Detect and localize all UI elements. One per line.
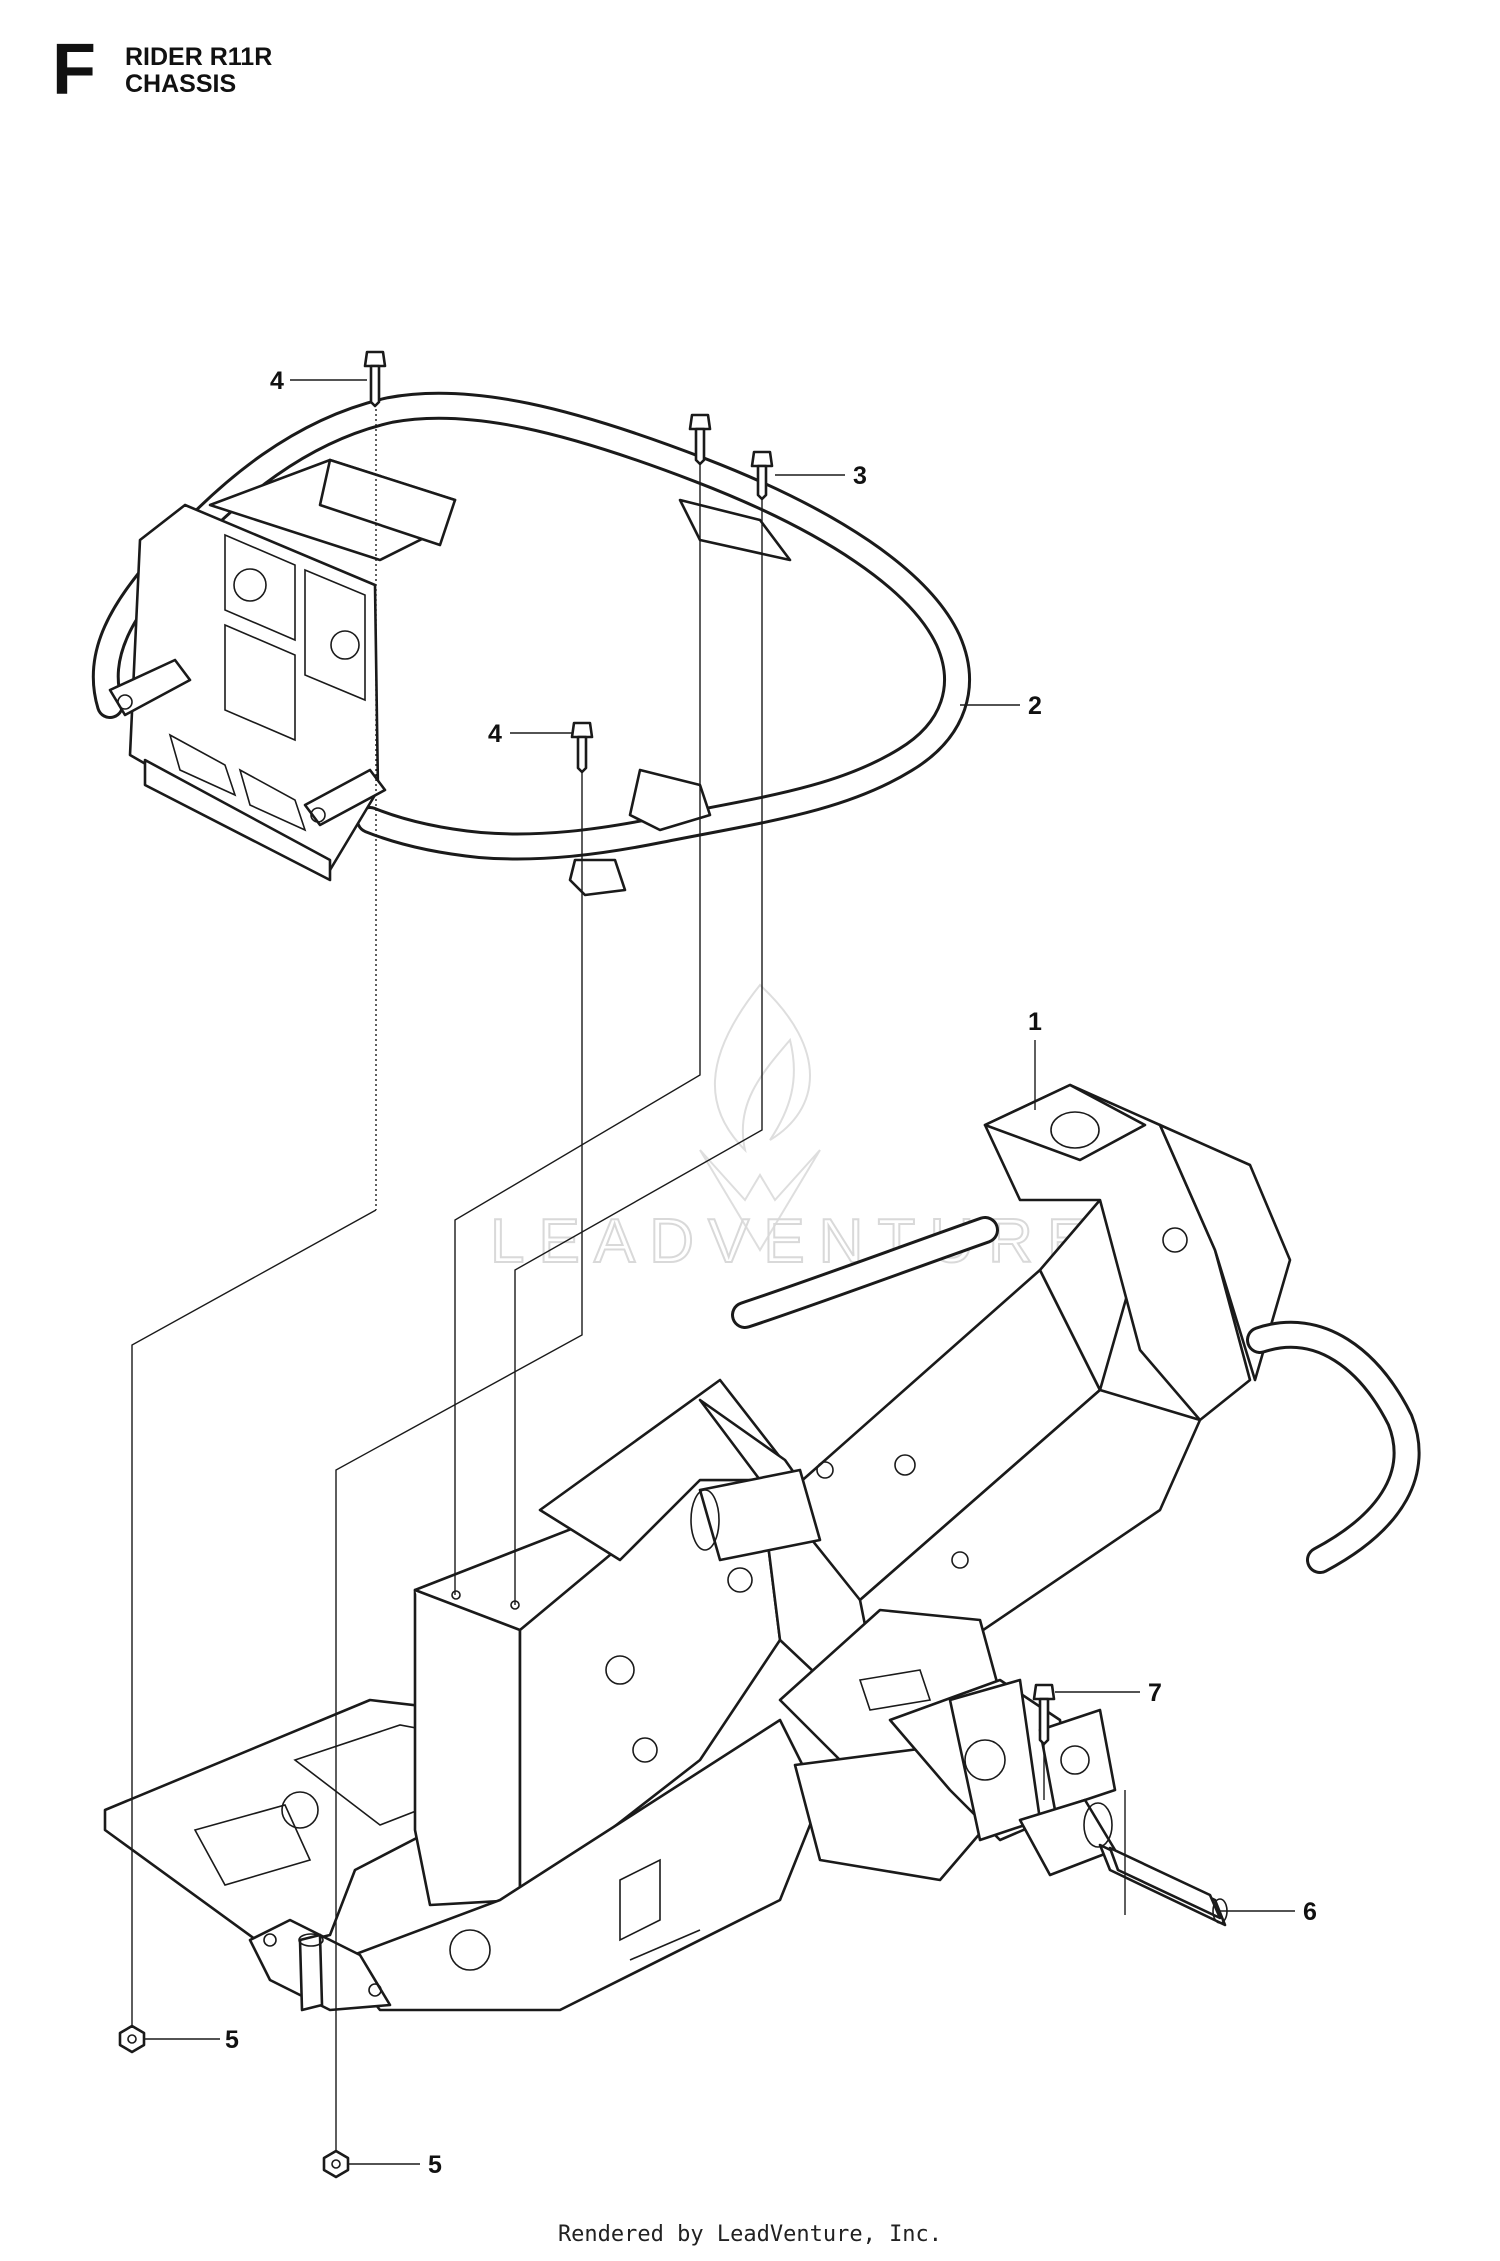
callout-labels: 1 2 3 4 4 5 5 6 7 [225,367,1317,2179]
bolt-axle[interactable] [1032,1683,1056,1746]
callout-7: 7 [1148,1679,1162,1707]
pin[interactable] [1098,1843,1228,1927]
roll-bar[interactable] [91,391,971,897]
callout-6: 6 [1303,1898,1317,1926]
bolt-top[interactable] [363,350,387,408]
callout-4-mid: 4 [488,720,502,748]
callout-3: 3 [853,462,867,490]
callout-5-left: 5 [225,2026,239,2054]
nut-left[interactable] [118,2024,146,2054]
seat-bracket[interactable] [108,458,457,882]
footer-credit: Rendered by LeadVenture, Inc. [557,2222,943,2247]
bolt-mid[interactable] [570,721,594,774]
model-name: RIDER R11R [125,43,273,71]
leader-lines [144,379,1295,2165]
diagram-title: RIDER R11R CHASSIS [125,44,272,98]
callout-1: 1 [1028,1008,1042,1036]
assembly-lines [131,404,1126,2151]
section-letter: F [52,30,96,110]
nut-bottom[interactable] [322,2149,350,2179]
bolt-right[interactable] [750,450,774,501]
callout-4-top: 4 [270,367,284,395]
bolt-center[interactable] [688,413,712,466]
callout-5-bottom: 5 [428,2151,442,2179]
callout-2: 2 [1028,692,1042,720]
main-frame[interactable] [103,1083,1421,2012]
assembly-name: CHASSIS [125,70,237,98]
